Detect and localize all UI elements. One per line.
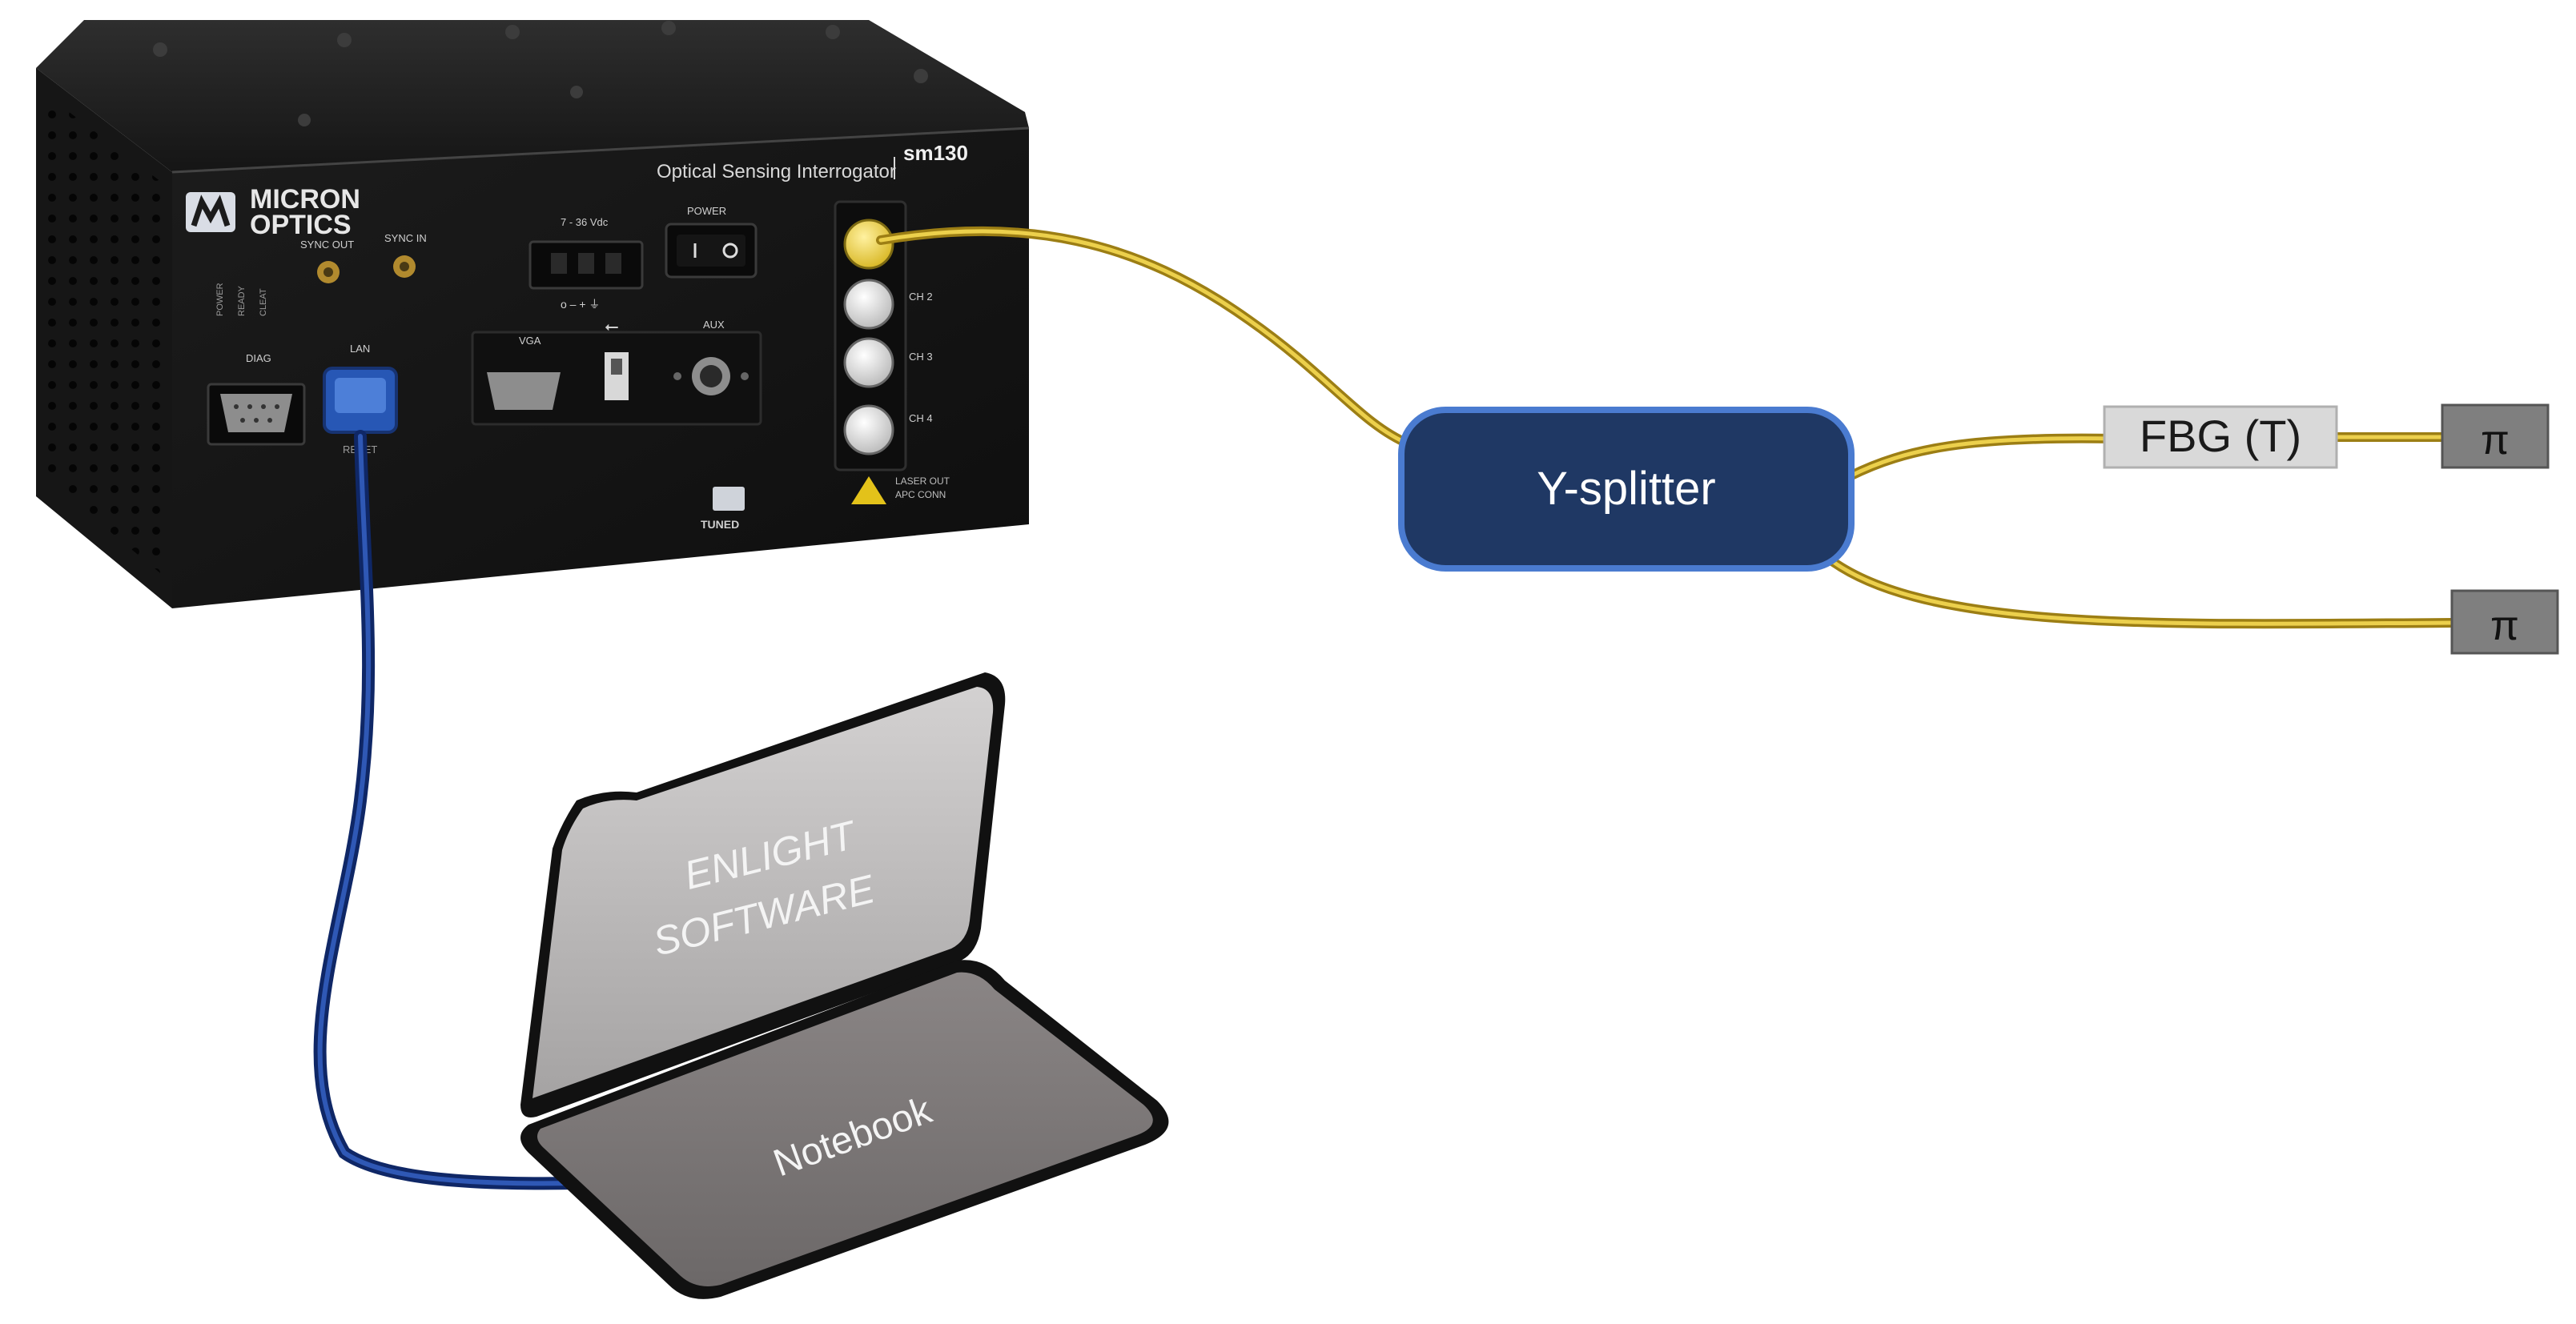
tuned-logo-icon <box>713 487 745 511</box>
fbg-sensor: FBG (T) <box>2103 405 2338 469</box>
terminator-1-label: π <box>2481 417 2510 463</box>
model-label: sm130 <box>903 141 968 165</box>
aux-label: AUX <box>703 319 725 331</box>
notebook-screen <box>532 687 994 1098</box>
notebook: ENLIGHT SOFTWARE Notebook <box>520 672 1169 1299</box>
fiber-to-terminator-2 <box>1822 552 2453 629</box>
fbg-label: FBG (T) <box>2140 411 2301 461</box>
chassis-top <box>36 20 1029 172</box>
power-in-label: 7 - 36 Vdc <box>561 216 609 228</box>
y-splitter: Y-splitter <box>1398 407 1855 572</box>
terminator-2: π <box>2450 589 2559 655</box>
y-splitter-label: Y-splitter <box>1537 463 1716 515</box>
channel-3-port[interactable] <box>843 337 894 388</box>
svg-text:POWER: POWER <box>215 283 225 316</box>
laser-label-line1: LASER OUT <box>895 475 950 487</box>
vga-label: VGA <box>519 335 541 347</box>
channel-2-port[interactable] <box>843 279 894 330</box>
terminator-2-label: π <box>2490 603 2519 649</box>
laser-label-line2: APC CONN <box>895 489 946 500</box>
channel-4-port[interactable] <box>843 404 894 455</box>
tuned-label: TUNED <box>701 518 739 531</box>
power-switch-label: POWER <box>687 205 726 217</box>
micron-optics-logo: MICRON OPTICS <box>186 184 360 240</box>
notebook-base <box>537 972 1153 1286</box>
product-label: Optical Sensing Interrogator <box>657 161 896 183</box>
terminator-1: π <box>2441 403 2550 469</box>
vga-port[interactable] <box>487 372 561 410</box>
channel-4-label: CH 4 <box>909 412 933 424</box>
channel-3-label: CH 3 <box>909 351 933 363</box>
usb-icon: ⭠ <box>605 317 619 337</box>
svg-text:READY: READY <box>237 285 247 316</box>
svg-text:CLEAT: CLEAT <box>259 288 268 316</box>
vent-grid <box>48 96 164 576</box>
svg-text:o – + ⏚: o – + ⏚ <box>561 298 600 311</box>
lan-label: LAN <box>350 343 370 355</box>
interrogator-device: MICRON OPTICS Optical Sensing Interrogat… <box>36 20 1030 608</box>
status-led-labels: POWER READY CLEAT <box>215 283 268 316</box>
laser-warning-icon <box>851 476 886 504</box>
brand-line2: OPTICS <box>250 210 352 240</box>
brand-line1: MICRON <box>250 184 360 215</box>
diag-port[interactable] <box>220 394 292 432</box>
sync-in-label: SYNC IN <box>384 232 427 244</box>
sync-out-label: SYNC OUT <box>300 239 354 251</box>
channel-1-port[interactable] <box>843 219 894 270</box>
diag-label: DIAG <box>246 352 271 364</box>
channel-2-label: CH 2 <box>909 291 933 303</box>
